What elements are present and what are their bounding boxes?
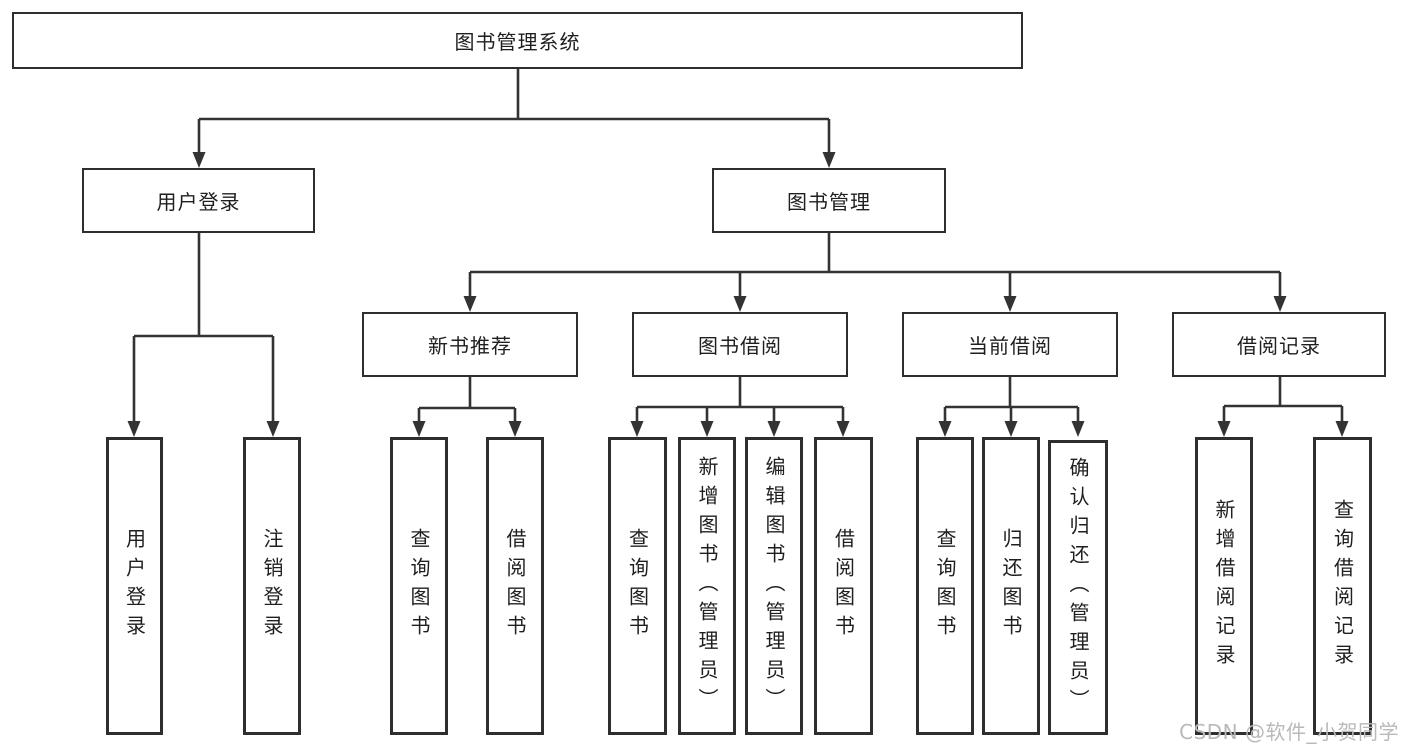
leaf-query-borrow-record-label: 查询借阅记录 — [1330, 499, 1355, 673]
leaf-add-book-admin-label: 新增图书（管理员） — [695, 455, 719, 717]
leaf-borrow-book-2: 借阅图书 — [814, 437, 873, 735]
leaf-query-borrow-record: 查询借阅记录 — [1313, 437, 1372, 735]
leaf-query-book-2: 查询图书 — [608, 437, 667, 735]
leaf-add-borrow-record: 新增借阅记录 — [1195, 437, 1253, 735]
leaf-query-book-1-label: 查询图书 — [407, 528, 431, 644]
leaf-confirm-return-admin-label: 确认归还（管理员） — [1066, 457, 1090, 718]
leaf-add-book-admin: 新增图书（管理员） — [678, 437, 736, 735]
leaf-return-book-label: 归还图书 — [999, 528, 1023, 644]
csdn-watermark: CSDN @软件_小贺同学 — [1179, 720, 1399, 744]
leaf-confirm-return-admin: 确认归还（管理员） — [1048, 440, 1108, 735]
leaf-query-book-3-label: 查询图书 — [933, 528, 957, 644]
leaf-return-book: 归还图书 — [982, 437, 1040, 735]
node-new-book-recommend: 新书推荐 — [362, 312, 578, 377]
node-book-borrow: 图书借阅 — [632, 312, 848, 377]
leaf-user-login-label: 用户登录 — [122, 528, 147, 644]
leaf-add-borrow-record-label: 新增借阅记录 — [1212, 499, 1236, 673]
node-book-management: 图书管理 — [712, 168, 946, 233]
node-current-borrow: 当前借阅 — [902, 312, 1118, 377]
leaf-borrow-book-1-label: 借阅图书 — [503, 528, 527, 644]
node-user-login: 用户登录 — [82, 168, 315, 233]
leaf-logout-label: 注销登录 — [260, 528, 284, 644]
leaf-user-login: 用户登录 — [106, 437, 163, 735]
leaf-logout: 注销登录 — [243, 437, 301, 735]
leaf-borrow-book-2-label: 借阅图书 — [831, 528, 856, 644]
leaf-edit-book-admin-label: 编辑图书（管理员） — [762, 455, 786, 717]
leaf-borrow-book-1: 借阅图书 — [486, 437, 544, 735]
leaf-query-book-1: 查询图书 — [390, 437, 448, 735]
leaf-query-book-2-label: 查询图书 — [625, 528, 650, 644]
node-library-system: 图书管理系统 — [12, 12, 1023, 69]
node-borrow-records: 借阅记录 — [1172, 312, 1386, 377]
leaf-edit-book-admin: 编辑图书（管理员） — [745, 437, 803, 735]
leaf-query-book-3: 查询图书 — [916, 437, 974, 735]
